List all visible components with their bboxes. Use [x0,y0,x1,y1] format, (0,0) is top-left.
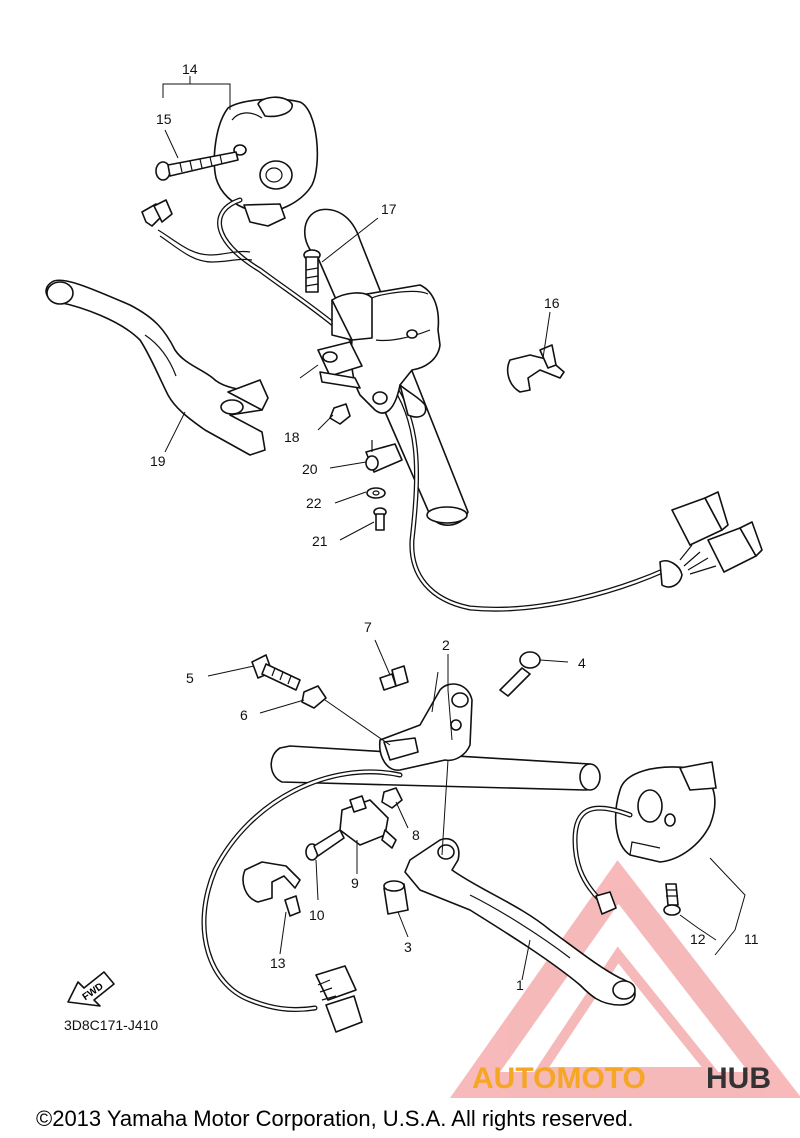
figure-code: 3D8C171-J410 [64,1017,158,1033]
bolt-17 [303,249,321,293]
wire-clamp-16 [506,344,565,393]
watermark-word-automoto: AUTOMOTO [472,1062,646,1095]
label-6: 6 [240,707,248,723]
label-16: 16 [544,295,560,311]
label-19: 19 [150,453,166,469]
right-switch-connector [315,965,363,1033]
label-17: 17 [381,201,397,217]
label-5: 5 [186,670,194,686]
bolt-5 [251,654,301,691]
watermark-logo [449,860,800,1098]
label-4: 4 [578,655,586,671]
label-18: 18 [284,429,300,445]
label-10: 10 [309,907,325,923]
label-21: 21 [312,533,328,549]
clutch-lever [404,838,636,1006]
label-1: 1 [516,977,524,993]
handlebar-right [270,745,601,791]
wire-clamp-13 [242,861,301,917]
screw-10 [305,829,345,861]
leader-lines [162,76,746,981]
label-3: 3 [404,939,412,955]
right-switch-housing [614,761,717,863]
bolt-4 [499,651,541,697]
master-cylinder [317,284,441,418]
label-12: 12 [690,931,706,947]
label-14: 14 [182,61,198,77]
screw-15 [155,151,239,181]
left-switch-housing [213,96,319,227]
label-22: 22 [306,495,322,511]
label-8: 8 [412,827,420,843]
label-7: 7 [364,619,372,635]
left-switch-wire [141,197,668,612]
watermark-word-hub: HUB [706,1062,771,1095]
fwd-arrow-icon [67,971,115,1007]
copyright-notice: ©2013 Yamaha Motor Corporation, U.S.A. A… [36,1106,633,1131]
collar-3 [383,880,409,915]
clutch-bracket-2 [378,683,473,771]
screw-12 [663,883,681,916]
brake-lever [45,279,269,456]
nut-6 [301,685,327,709]
label-15: 15 [156,111,172,127]
washer-22 [366,487,386,499]
left-switch-connector [659,491,763,588]
screw-7 [379,665,409,691]
washer-22-hole [372,490,380,496]
part-labels: 14 15 17 16 18 19 20 22 21 7 2 4 5 6 8 9… [150,61,759,993]
brake-switch-20 [365,440,403,473]
label-9: 9 [351,875,359,891]
right-switch-wire [201,769,633,1013]
label-20: 20 [302,461,318,477]
screw-21 [373,507,387,531]
nut-18 [329,403,351,425]
label-11: 11 [744,931,759,947]
label-13: 13 [270,955,286,971]
nut-8 [381,787,403,809]
label-2: 2 [442,637,450,653]
